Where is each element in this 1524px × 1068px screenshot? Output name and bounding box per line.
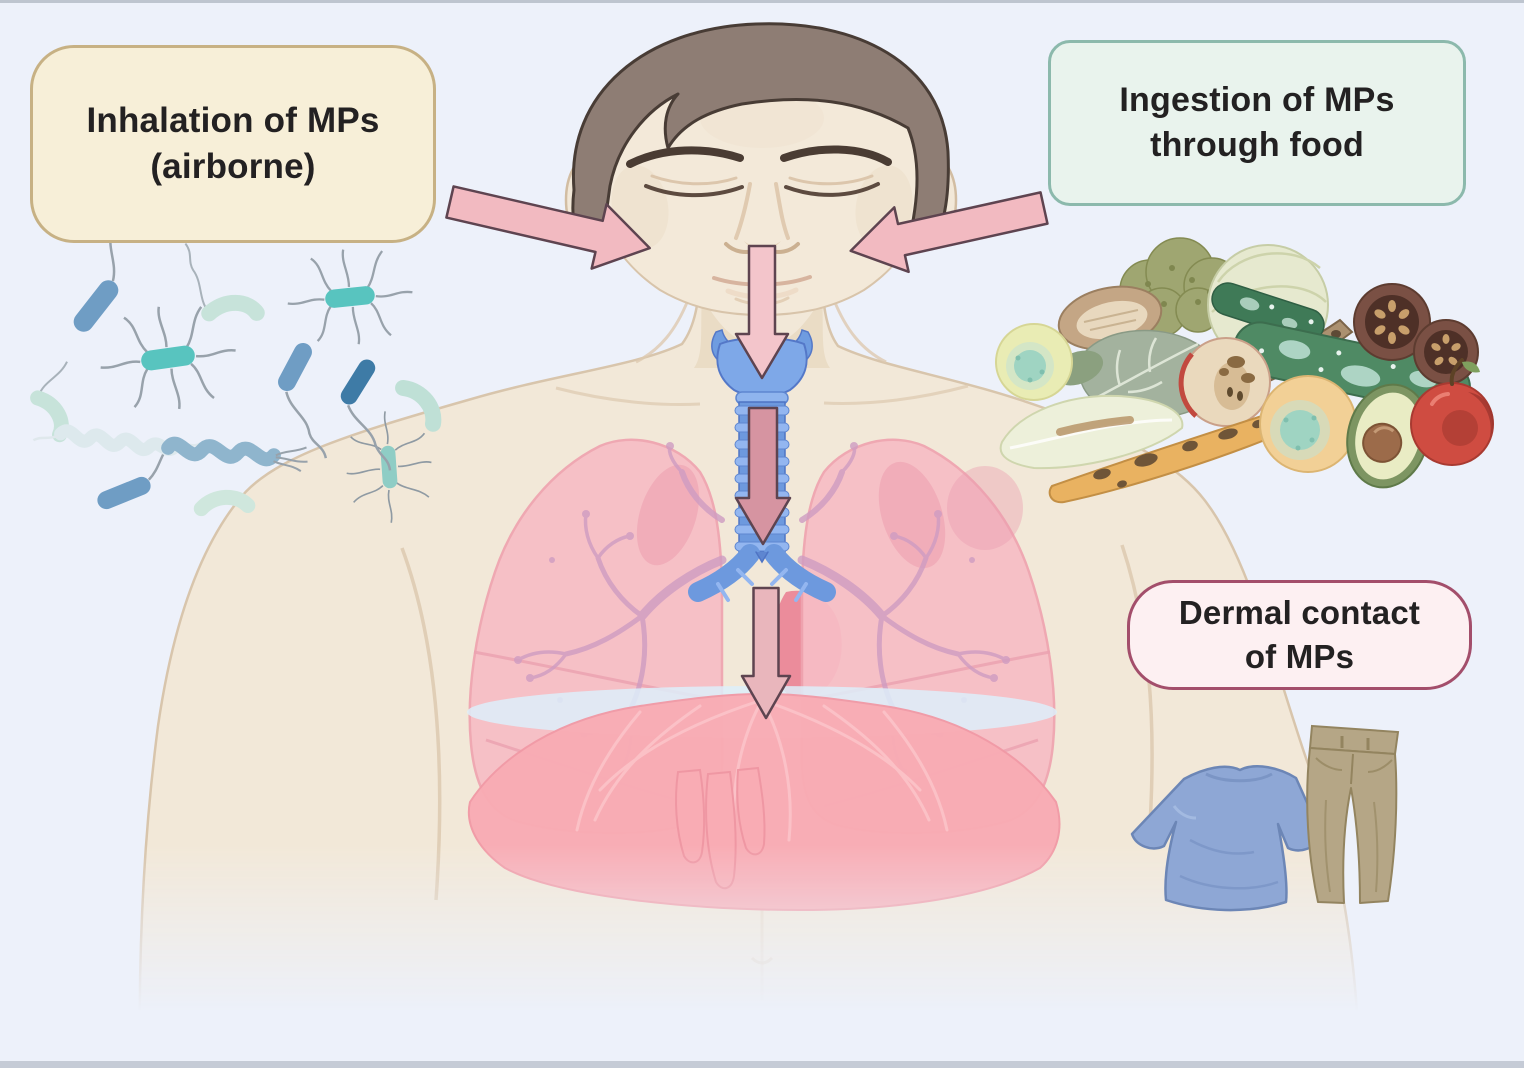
hair bbox=[571, 22, 950, 250]
dermal-label-line2: of MPs bbox=[1244, 638, 1355, 675]
bottom-frame-edge bbox=[0, 1061, 1524, 1068]
clothing bbox=[1130, 724, 1400, 912]
moldy-lemon bbox=[995, 323, 1073, 401]
top-frame-edge bbox=[0, 0, 1524, 3]
closed-eyes bbox=[644, 174, 880, 198]
cucumber-small bbox=[1211, 282, 1325, 342]
central-tendon-strips bbox=[675, 766, 766, 890]
trachea-arrow-icon bbox=[734, 406, 792, 546]
apple-half bbox=[1178, 337, 1271, 427]
inhalation-arrow-icon bbox=[445, 185, 651, 270]
bacterium-rod-icon bbox=[340, 359, 392, 471]
moldy-orange bbox=[1259, 375, 1357, 473]
dermal-label-line1: Dermal contact bbox=[1178, 594, 1421, 632]
bacterium-flagellated-rod-icon bbox=[100, 306, 236, 410]
bacterium-curved-icon bbox=[184, 242, 265, 322]
bacterium-curved-icon bbox=[395, 379, 442, 432]
inhalation-label-line1: Inhalation of MPs bbox=[86, 100, 380, 140]
ingestion-label-box: Ingestion of MPs through food bbox=[1048, 40, 1466, 206]
t-shirt bbox=[1130, 765, 1324, 912]
diaphragm-arrow-icon bbox=[740, 586, 792, 720]
bronchi bbox=[688, 544, 836, 602]
red-apple bbox=[1410, 358, 1494, 466]
inhalation-label-box: Inhalation of MPs (airborne) bbox=[30, 45, 436, 243]
trousers bbox=[1306, 724, 1400, 904]
bacterium-flagellated-rod-icon bbox=[287, 249, 413, 345]
food-pile bbox=[995, 237, 1494, 504]
ingestion-label-line2: through food bbox=[1150, 126, 1364, 164]
inhalation-label-line2: (airborne) bbox=[150, 147, 316, 186]
bacterium-spiral-icon bbox=[161, 436, 308, 472]
eyebrows bbox=[626, 145, 892, 168]
ingestion-arrow-icon bbox=[849, 191, 1049, 274]
bacterium-curved-icon bbox=[193, 489, 256, 517]
avocado-half bbox=[1346, 383, 1430, 489]
bacterium-rod-icon bbox=[278, 342, 328, 459]
dermal-label-box: Dermal contact of MPs bbox=[1127, 580, 1472, 690]
nose-to-larynx-arrow-icon bbox=[734, 244, 790, 380]
bacterium-curved-icon bbox=[30, 361, 69, 443]
diaphragm bbox=[467, 692, 1061, 912]
ingestion-label-line1: Ingestion of MPs bbox=[1119, 81, 1395, 120]
pathway-arrows bbox=[445, 185, 1049, 720]
endive-leaf bbox=[999, 394, 1184, 470]
